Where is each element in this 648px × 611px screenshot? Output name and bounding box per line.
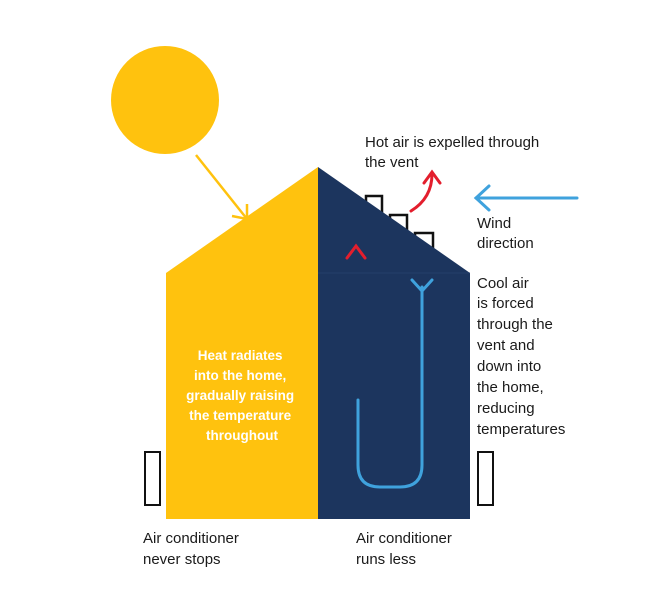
hot-air-label: Hot air is expelled through the vent bbox=[365, 134, 543, 171]
ac-runs-less-label: Air conditioner runs less bbox=[356, 530, 456, 568]
sun-icon bbox=[111, 46, 219, 154]
rising-air-arrow-icon bbox=[345, 243, 367, 399]
hot-air-arrow-up-icon bbox=[409, 169, 442, 213]
heat-radiates-label: Heat radiates into the home, gradually r… bbox=[186, 348, 298, 443]
wind-direction-label: Wind direction bbox=[477, 215, 534, 252]
air-conditioner-icon bbox=[477, 451, 494, 506]
cool-air-label: Cool air is forced through the vent and … bbox=[477, 275, 565, 438]
sun-ray-arrow-icon bbox=[195, 154, 249, 221]
air-conditioner-icon bbox=[144, 451, 161, 506]
ac-never-stops-label: Air conditioner never stops bbox=[143, 530, 243, 568]
cool-air-loop-icon bbox=[356, 278, 434, 489]
warm-house bbox=[166, 167, 318, 519]
wind-arrow-left-icon bbox=[473, 184, 579, 212]
